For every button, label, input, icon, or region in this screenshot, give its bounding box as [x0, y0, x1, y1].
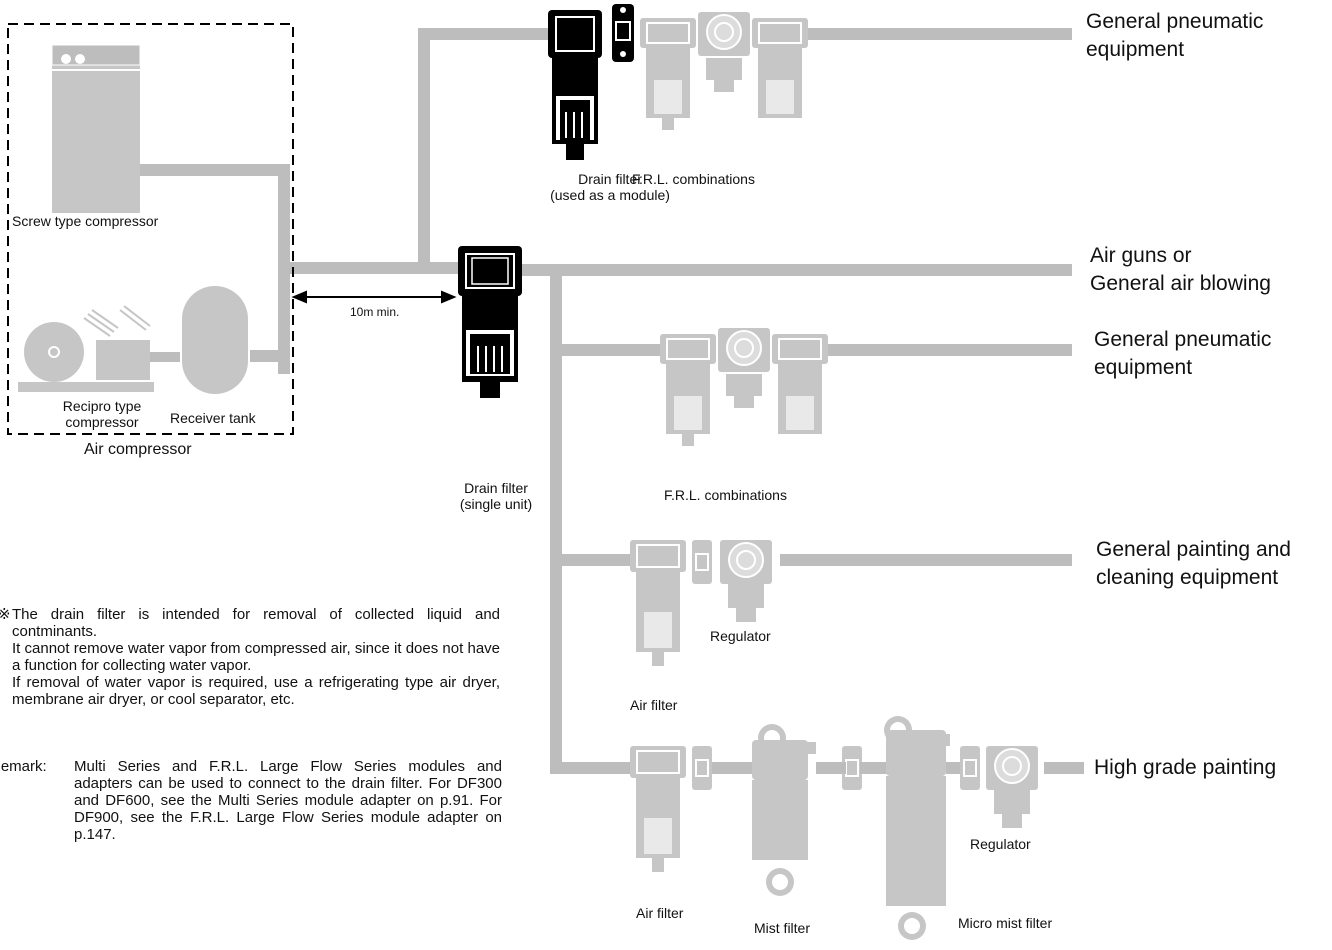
regulator-1-label: Regulator	[710, 628, 771, 644]
drain-filter-single-label: Drain filter (single unit)	[459, 480, 533, 512]
pipe-seg	[712, 762, 752, 774]
receiver-tank	[182, 286, 248, 394]
adapter-1	[691, 745, 713, 791]
destination-general-pneumatic-1: General pneumatic equipment	[1086, 10, 1264, 61]
micro-mist-filter	[884, 716, 950, 940]
screw-compressor-label: Screw type compressor	[12, 213, 159, 229]
frl-mid-label: F.R.L. combinations	[664, 487, 787, 503]
remark-label: Remark:	[0, 758, 47, 775]
air-compressor-label: Air compressor	[84, 441, 192, 458]
frl-combination-top	[639, 11, 809, 131]
distance-arrow	[291, 290, 457, 304]
mist-filter-label: Mist filter	[754, 920, 810, 936]
screw-compressor	[51, 44, 141, 213]
air-filter-1-label: Air filter	[630, 697, 678, 713]
pipe-seg	[860, 762, 888, 774]
recipro-compressor	[18, 305, 154, 392]
module-adapter-black	[612, 4, 634, 62]
drain-filter-module	[548, 10, 602, 160]
destination-air-guns: Air guns or General air blowing	[1090, 244, 1271, 295]
pipe-seg	[816, 762, 846, 774]
drain-filter-single	[458, 246, 522, 398]
recipro-compressor-label: Recipro type compressor	[62, 398, 142, 430]
drain-filter-note: The drain filter is intended for removal…	[12, 606, 500, 708]
frl-combination-mid	[659, 327, 829, 447]
air-filter-high-grade	[629, 745, 687, 873]
adapter-3	[959, 745, 981, 791]
micro-mist-filter-label: Micro mist filter	[958, 915, 1053, 931]
frl-top-label: F.R.L. combinations	[632, 171, 755, 187]
air-compressor-boundary	[7, 23, 294, 435]
destination-general-pneumatic-2: General pneumatic equipment	[1094, 328, 1272, 379]
mist-filter	[752, 724, 816, 896]
destination-high-grade-painting: High grade painting	[1094, 756, 1277, 779]
piping	[140, 28, 1084, 774]
air-filter-painting	[629, 539, 687, 667]
pipe-seg	[946, 762, 962, 774]
regulator-high-grade	[985, 745, 1039, 829]
regulator-2-label: Regulator	[970, 836, 1031, 852]
air-filter-2-label: Air filter	[636, 905, 684, 921]
drain-filter-module-label: Drain filter (used as a module)	[550, 171, 670, 203]
adapter-painting	[691, 539, 713, 585]
regulator-painting	[719, 539, 773, 623]
remark-text: Multi Series and F.R.L. Large Flow Serie…	[74, 758, 502, 843]
destination-painting-cleaning: General painting and cleaning equipment	[1096, 538, 1291, 589]
receiver-tank-label: Receiver tank	[170, 410, 256, 426]
note-mark: ※	[0, 606, 12, 623]
distance-label: 10m min.	[350, 305, 400, 319]
